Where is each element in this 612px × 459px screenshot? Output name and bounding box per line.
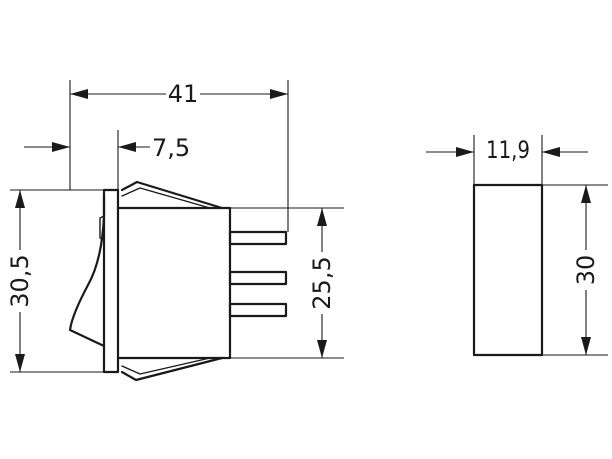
terminal-pin-2	[228, 270, 288, 286]
dimension-label-body-height: 25,5	[308, 256, 336, 309]
dimension-label-flange-offset: 7,5	[152, 134, 190, 162]
rocker-cap	[68, 193, 106, 348]
housing-body	[116, 206, 232, 360]
dimension-label-overall-length: 41	[168, 80, 199, 108]
dimension-overall-length: 41	[69, 78, 289, 232]
switch-elevation-view	[68, 180, 288, 382]
dimension-front-height: 30,5	[6, 189, 104, 373]
terminal-pin-3	[228, 302, 288, 318]
rocker-notch	[99, 215, 105, 241]
side-view-outline	[472, 183, 544, 357]
dimension-label-side-width: 11,9	[486, 136, 530, 164]
dimension-flange-offset: 7,5	[24, 130, 190, 190]
switch-side-view	[472, 183, 544, 357]
upper-retaining-clip-inner	[121, 187, 211, 209]
dimension-side-height: 30	[542, 184, 608, 356]
dimension-side-width: 11,9	[426, 135, 588, 185]
bezel-plate	[102, 188, 120, 374]
dimension-label-side-height: 30	[572, 255, 600, 286]
dimension-label-front-height: 30,5	[6, 254, 34, 307]
lower-retaining-clip	[120, 356, 224, 382]
terminal-pin-1	[228, 230, 288, 246]
lower-retaining-clip-inner	[121, 357, 211, 375]
dimension-body-height: 25,5	[230, 207, 344, 359]
upper-retaining-clip	[120, 180, 224, 210]
